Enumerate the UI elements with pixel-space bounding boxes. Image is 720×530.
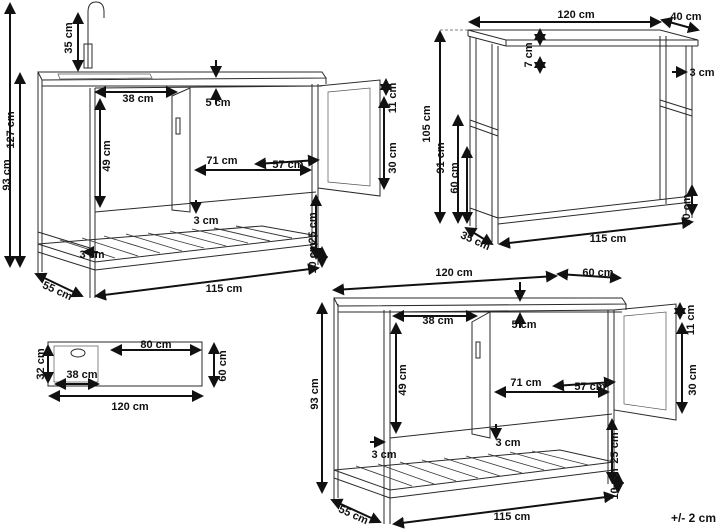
label-5: 5 cm bbox=[511, 319, 536, 331]
label-120: 120 cm bbox=[557, 9, 595, 21]
label-11: 11 cm bbox=[685, 304, 697, 335]
label-55: 55 cm bbox=[337, 503, 371, 527]
label-32: 32 cm bbox=[35, 348, 47, 379]
label-115: 115 cm bbox=[206, 283, 243, 295]
side-table-dimensions bbox=[434, 16, 700, 249]
label-93: 93 cm bbox=[1, 159, 13, 190]
label-38: 38 cm bbox=[422, 315, 453, 327]
label-7: 7 cm bbox=[523, 42, 535, 67]
label-3-bottom: 3 cm bbox=[495, 437, 520, 449]
label-60: 60 cm bbox=[217, 350, 229, 381]
sink-cabinet-drawing bbox=[37, 1, 381, 298]
label-3-side: 3 cm bbox=[79, 249, 104, 261]
label-60: 60 cm bbox=[582, 267, 613, 279]
sink-cabinet-dimensions bbox=[4, 2, 392, 301]
label-10: 10 cm bbox=[307, 242, 319, 273]
sink-cabinet-labels: 127 cm 93 cm 35 cm 38 cm 5 cm 11 cm 49 c… bbox=[1, 22, 399, 303]
label-71: 71 cm bbox=[206, 155, 237, 167]
label-93: 93 cm bbox=[309, 378, 321, 409]
label-35: 35 cm bbox=[63, 22, 75, 53]
shelf-slats bbox=[355, 450, 589, 487]
shelf-slats bbox=[59, 225, 293, 259]
label-3-side: 3 cm bbox=[371, 449, 396, 461]
label-10: 10 cm bbox=[609, 468, 621, 499]
label-11: 11 cm bbox=[387, 82, 399, 113]
label-115: 115 cm bbox=[590, 233, 627, 245]
cabinet-drawing bbox=[333, 297, 677, 524]
label-25: 25 cm bbox=[307, 212, 319, 243]
label-3-bottom: 3 cm bbox=[193, 215, 218, 227]
faucet-icon bbox=[87, 1, 105, 68]
label-57: 57 cm bbox=[272, 159, 303, 171]
label-30: 30 cm bbox=[387, 142, 399, 173]
label-115: 115 cm bbox=[494, 511, 531, 523]
label-120: 120 cm bbox=[111, 401, 149, 413]
label-60: 60 cm bbox=[449, 162, 461, 193]
label-55: 55 cm bbox=[41, 279, 75, 303]
label-80: 80 cm bbox=[140, 339, 171, 351]
label-25: 25 cm bbox=[609, 432, 621, 463]
label-91: 91 cm bbox=[435, 142, 447, 173]
label-57: 57 cm bbox=[574, 381, 605, 393]
label-38: 38 cm bbox=[66, 369, 97, 381]
side-table-drawing bbox=[467, 29, 699, 244]
label-105: 105 cm bbox=[421, 105, 433, 143]
label-10: 10 cm bbox=[681, 194, 693, 225]
label-127: 127 cm bbox=[5, 111, 17, 149]
label-49: 49 cm bbox=[101, 140, 113, 171]
label-120: 120 cm bbox=[435, 267, 473, 279]
label-49: 49 cm bbox=[397, 364, 409, 395]
tolerance-note: +/- 2 cm bbox=[671, 511, 716, 525]
sink-top-view: 80 cm 32 cm 38 cm 60 cm 120 cm bbox=[35, 339, 229, 413]
cabinet-dimensions bbox=[316, 268, 688, 529]
label-71: 71 cm bbox=[510, 377, 541, 389]
label-30: 30 cm bbox=[687, 364, 699, 395]
label-40: 40 cm bbox=[670, 11, 701, 23]
drain-icon bbox=[70, 348, 86, 358]
label-5: 5 cm bbox=[205, 97, 230, 109]
label-38: 38 cm bbox=[122, 93, 153, 105]
label-3: 3 cm bbox=[689, 67, 714, 79]
